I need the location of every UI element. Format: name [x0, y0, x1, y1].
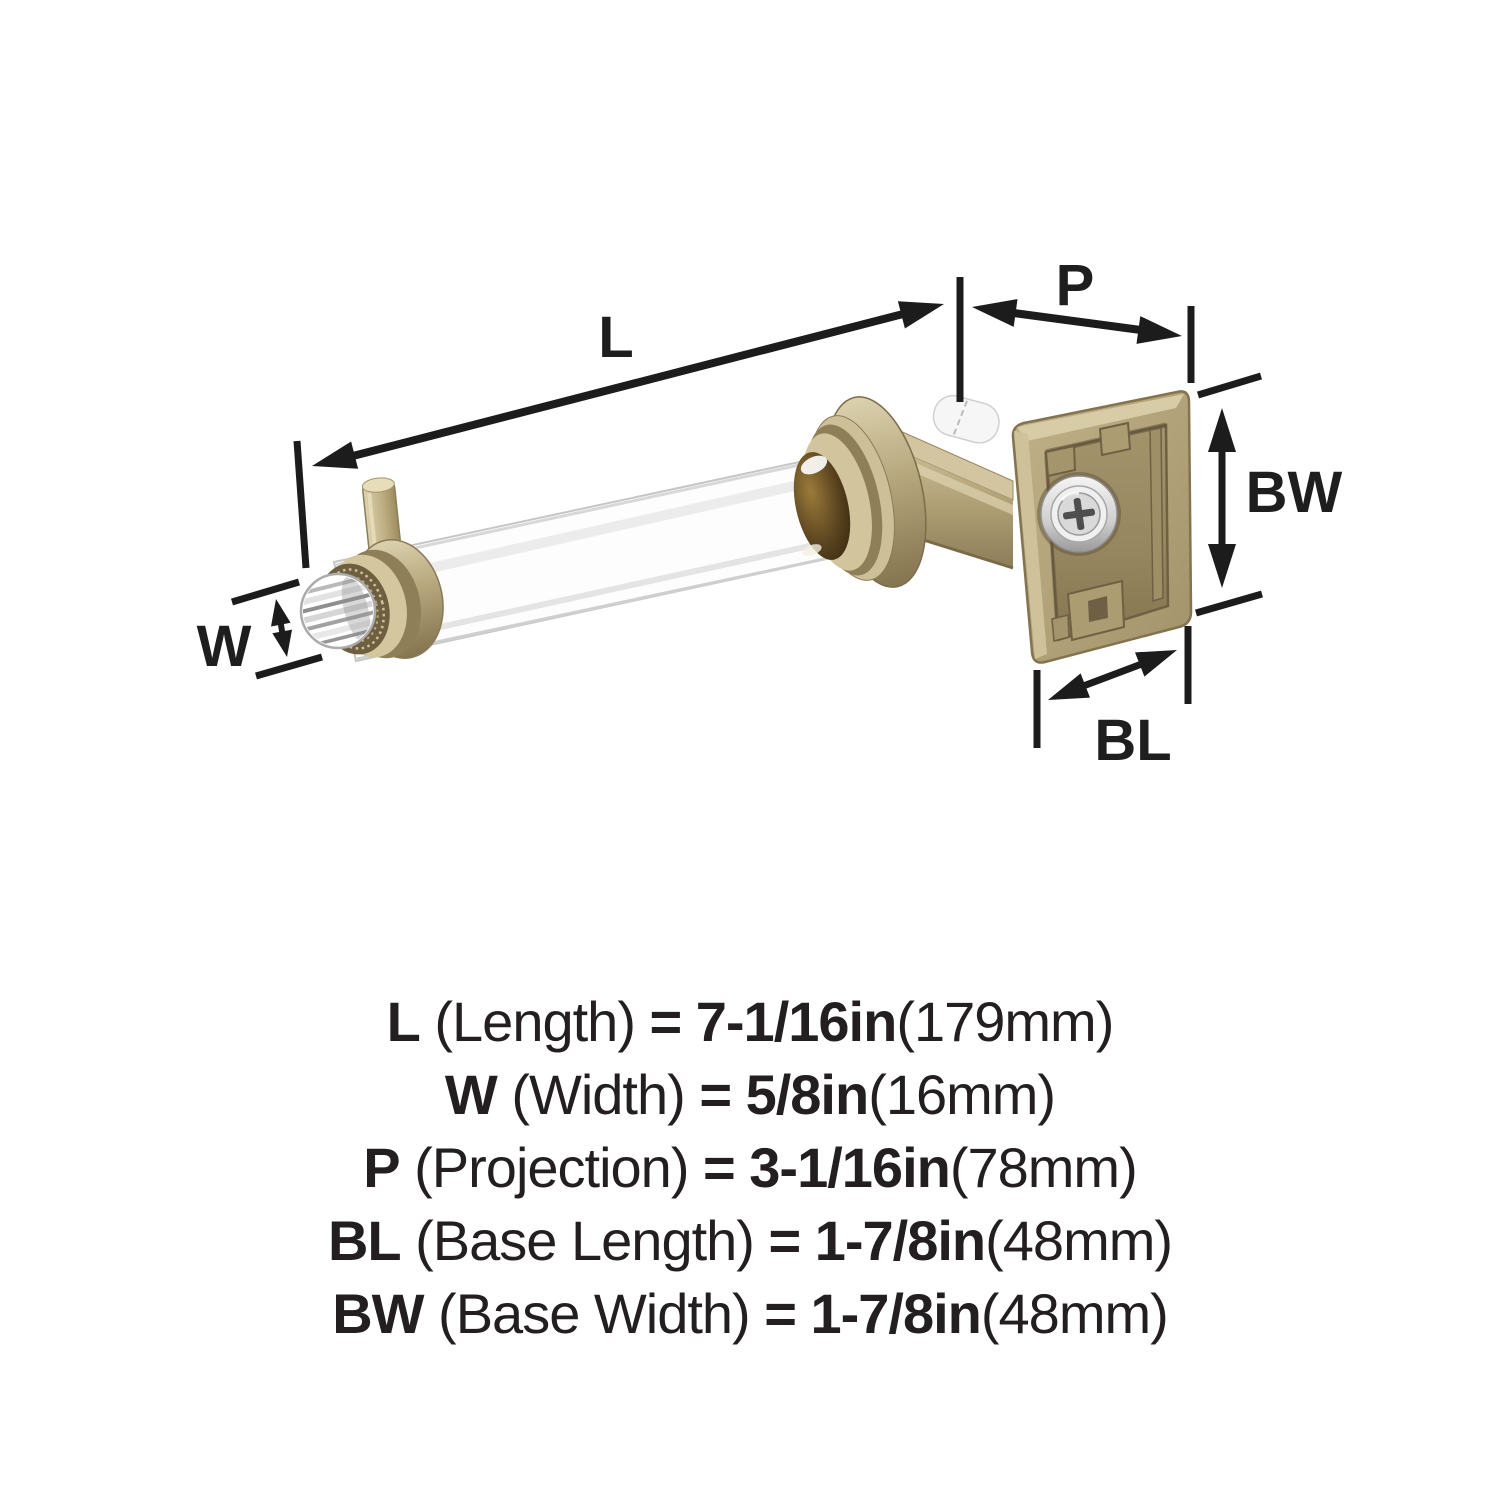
spec-name: (Width): [511, 1063, 685, 1126]
product-illustration: [299, 390, 1193, 664]
spec-label: P: [363, 1136, 400, 1199]
pivot-spindle: [932, 394, 1000, 444]
wall-plate: [1011, 390, 1193, 664]
spec-metric: (179mm): [896, 990, 1114, 1053]
spec-name: (Projection): [414, 1136, 689, 1199]
plate-top-rim: [1017, 394, 1184, 441]
spec-value: 3-1/16in: [749, 1136, 951, 1199]
spec-value: 1-7/8in: [814, 1209, 986, 1272]
spec-value: 1-7/8in: [810, 1282, 981, 1345]
dim-projection: [972, 299, 1195, 383]
equals-sign: =: [703, 1136, 736, 1199]
label-W: W: [197, 614, 252, 679]
spec-metric: (48mm): [985, 1209, 1173, 1272]
spec-line-base-width: BW(Base Width)=1-7/8in(48mm): [0, 1277, 1500, 1350]
label-BL: BL: [1094, 708, 1171, 773]
spec-label: L: [386, 990, 421, 1053]
spec-name: (Length): [434, 990, 636, 1053]
label-P: P: [1056, 253, 1095, 318]
dim-width: [230, 578, 323, 680]
equals-sign: =: [649, 990, 683, 1053]
dim-length: [293, 301, 944, 569]
dimension-labels: L P W BW BL: [197, 253, 1343, 773]
spec-line-base-length: BL(Base Length)=1-7/8in(48mm): [0, 1204, 1500, 1277]
spec-name: (Base Length): [415, 1209, 755, 1272]
spec-line-projection: P(Projection)=3-1/16in(78mm): [0, 1131, 1500, 1204]
spec-label: BW: [332, 1282, 424, 1345]
spec-metric: (78mm): [949, 1136, 1138, 1199]
spec-name: (Base Width): [438, 1282, 751, 1345]
spec-value: 5/8in: [745, 1063, 870, 1126]
spec-label: W: [444, 1063, 498, 1126]
label-BW: BW: [1246, 460, 1343, 525]
end-cap-assembly: [299, 477, 444, 659]
spec-value: 7-1/16in: [695, 990, 898, 1053]
plate-left-rim: [1014, 431, 1047, 659]
tube-amber-core: [793, 452, 851, 560]
dimension-annotations: [230, 277, 1263, 748]
equals-sign: =: [699, 1063, 732, 1126]
equals-sign: =: [764, 1282, 797, 1345]
phillips-cross-icon: [1062, 497, 1096, 531]
label-L: L: [598, 305, 633, 370]
spec-line-width: W(Width)=5/8in(16mm): [0, 1058, 1500, 1131]
dim-base-length: [1033, 626, 1192, 748]
acrylic-tube: [332, 456, 842, 663]
spec-list: L(Length)=7-1/16in(179mm) W(Width)=5/8in…: [0, 985, 1500, 1350]
spec-line-length: L(Length)=7-1/16in(179mm): [0, 985, 1500, 1058]
mounting-screw: [1037, 472, 1121, 556]
dim-base-width: [1195, 372, 1263, 617]
crystal-cap: [299, 572, 377, 650]
equals-sign: =: [768, 1209, 801, 1272]
tube-collar: [793, 396, 927, 588]
spec-metric: (48mm): [980, 1282, 1169, 1345]
spec-label: BL: [327, 1209, 402, 1272]
spec-metric: (16mm): [868, 1063, 1056, 1126]
